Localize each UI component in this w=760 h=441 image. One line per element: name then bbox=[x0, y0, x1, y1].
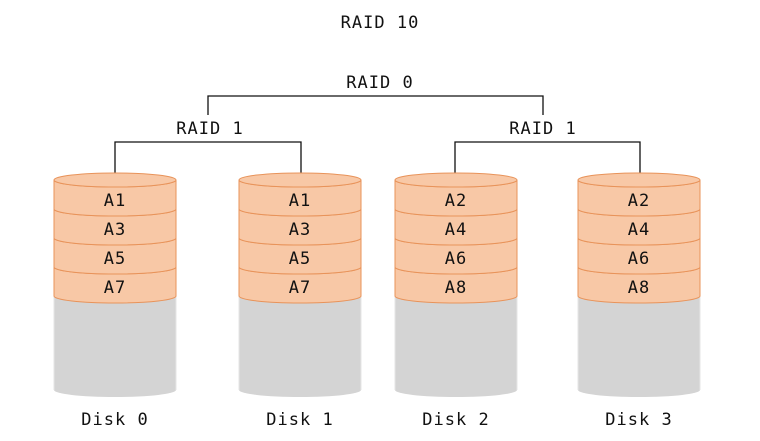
disk-block-label: A8 bbox=[628, 278, 650, 298]
disk-empty-space bbox=[239, 296, 361, 390]
disk-top bbox=[394, 172, 518, 188]
disk-block-label: A2 bbox=[628, 191, 650, 211]
disk-label: Disk 2 bbox=[422, 410, 489, 430]
disk-label: Disk 3 bbox=[605, 410, 672, 430]
disk-top bbox=[238, 172, 362, 188]
disk-top bbox=[577, 172, 701, 188]
disk-empty-space bbox=[54, 296, 176, 390]
disk-block-label: A8 bbox=[445, 278, 467, 298]
disk-top bbox=[53, 172, 177, 188]
diagram-title: RAID 10 bbox=[341, 13, 420, 33]
raid1-connector-right bbox=[454, 141, 641, 175]
disk-bottom bbox=[395, 383, 517, 397]
disk-label: Disk 0 bbox=[81, 410, 148, 430]
disk-label: Disk 1 bbox=[266, 410, 333, 430]
disk-block-label: A6 bbox=[445, 249, 467, 269]
disk-block-label: A5 bbox=[289, 249, 311, 269]
disk-bottom bbox=[578, 383, 700, 397]
disk-bottom bbox=[54, 383, 176, 397]
raid1-connector-left bbox=[114, 141, 302, 175]
disk-bottom bbox=[239, 383, 361, 397]
disk-block-label: A4 bbox=[445, 220, 467, 240]
disk-block-label: A4 bbox=[628, 220, 650, 240]
raid0-connector bbox=[207, 95, 544, 115]
disk-block-label: A3 bbox=[289, 220, 311, 240]
disk-block-label: A3 bbox=[104, 220, 126, 240]
disk-block-label: A5 bbox=[104, 249, 126, 269]
disk-empty-space bbox=[578, 296, 700, 390]
raid1-label-left: RAID 1 bbox=[176, 119, 243, 139]
disk-block-label: A7 bbox=[104, 278, 126, 298]
disk-block-label: A1 bbox=[289, 191, 311, 211]
disk-block-label: A2 bbox=[445, 191, 467, 211]
disk-block-label: A1 bbox=[104, 191, 126, 211]
disk-block-label: A7 bbox=[289, 278, 311, 298]
raid0-label: RAID 0 bbox=[346, 73, 413, 93]
disk-block-label: A6 bbox=[628, 249, 650, 269]
raid1-label-right: RAID 1 bbox=[509, 119, 576, 139]
disk-empty-space bbox=[395, 296, 517, 390]
